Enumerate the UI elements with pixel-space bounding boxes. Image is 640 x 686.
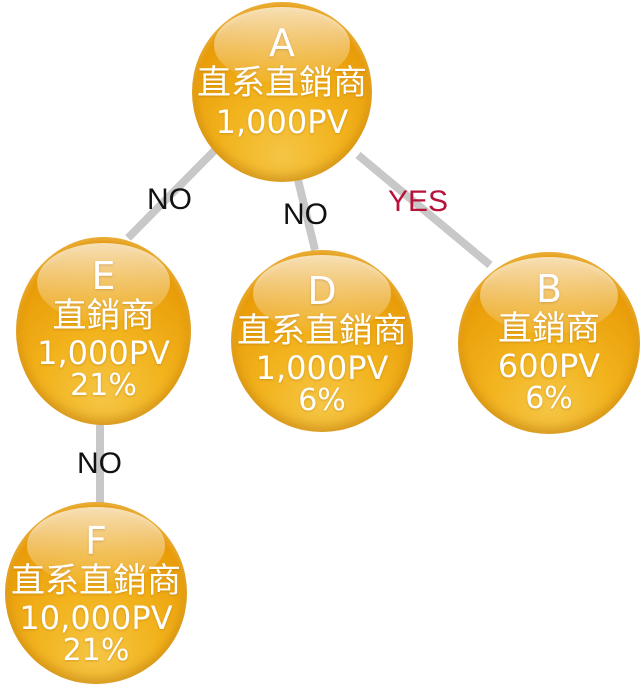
node-d: D 直系直銷商 1,000PV 6% [231, 250, 413, 432]
node-e: E 直銷商 1,000PV 21% [16, 237, 191, 425]
node-d-pct: 6% [298, 383, 346, 418]
node-a-letter: A [269, 21, 295, 65]
node-f-letter: F [85, 519, 107, 563]
edge-label-e-f: NO [77, 447, 122, 480]
node-a-pv: 1,000PV [215, 103, 349, 141]
node-b: B 直銷商 600PV 6% [458, 252, 640, 434]
node-a-role: 直系直銷商 [197, 63, 367, 103]
edge-label-a-e: NO [147, 183, 192, 216]
node-e-letter: E [91, 254, 116, 298]
node-b-pv: 600PV [497, 347, 601, 385]
node-d-role: 直系直銷商 [237, 311, 407, 351]
edge-a-e [125, 147, 218, 241]
node-f: F 直系直銷商 10,000PV 21% [5, 502, 187, 684]
node-b-pct: 6% [525, 381, 573, 416]
node-d-pv: 1,000PV [255, 349, 389, 387]
edge-label-a-d: NO [283, 198, 328, 231]
node-f-pct: 21% [62, 633, 130, 668]
node-a: A 直系直銷商 1,000PV [192, 2, 372, 182]
node-e-pv: 1,000PV [37, 334, 170, 372]
node-e-role: 直銷商 [52, 296, 155, 336]
node-d-letter: D [307, 269, 337, 313]
node-f-role: 直系直銷商 [11, 561, 181, 601]
edge-label-a-b: YES [388, 185, 449, 218]
node-b-letter: B [535, 267, 563, 311]
edge-a-b [355, 151, 493, 269]
node-b-role: 直銷商 [498, 309, 600, 349]
edge-a-d [294, 179, 319, 251]
node-f-pv: 10,000PV [19, 599, 173, 637]
node-e-pct: 21% [70, 368, 137, 403]
